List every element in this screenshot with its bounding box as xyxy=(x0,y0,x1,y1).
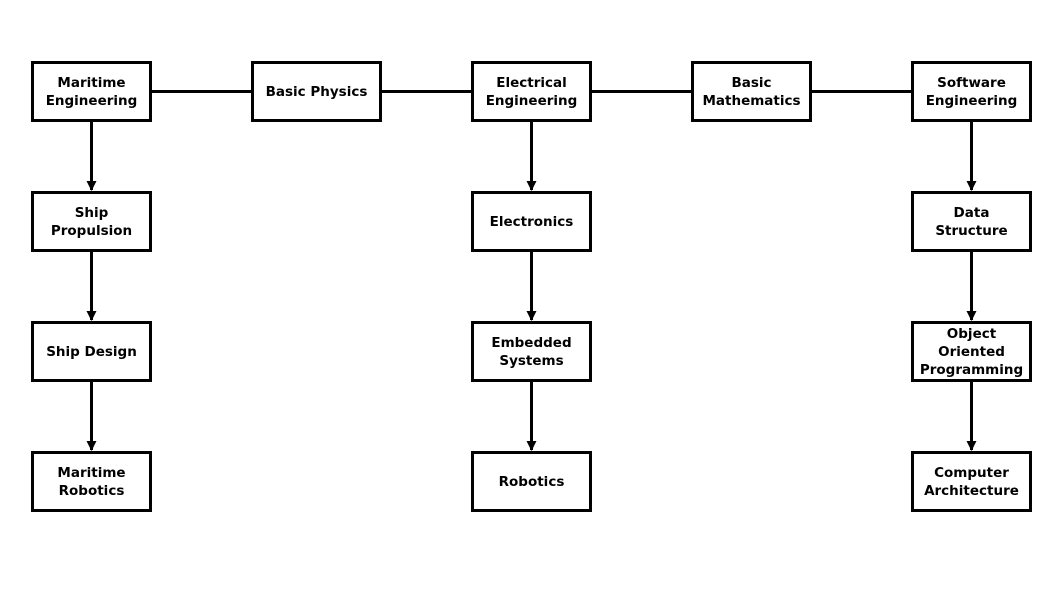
node-basic-mathematics: Basic Mathematics xyxy=(691,61,812,122)
node-label: Ship Design xyxy=(46,343,137,360)
node-basic-physics: Basic Physics xyxy=(251,61,382,122)
node-ship-design: Ship Design xyxy=(31,321,152,382)
node-label: Ship Propulsion xyxy=(50,204,133,239)
node-label: Data Structure xyxy=(935,204,1008,239)
node-label: Electronics xyxy=(489,213,574,230)
node-label: Object Oriented Programming xyxy=(919,325,1024,378)
node-label: Maritime Engineering xyxy=(45,74,138,109)
node-data-structure: Data Structure xyxy=(911,191,1032,252)
node-label: Basic Physics xyxy=(265,83,368,100)
node-maritime-robotics: Maritime Robotics xyxy=(31,451,152,512)
node-maritime-engineering: Maritime Engineering xyxy=(31,61,152,122)
node-label: Electrical Engineering xyxy=(485,74,578,109)
node-electronics: Electronics xyxy=(471,191,592,252)
node-software-engineering: Software Engineering xyxy=(911,61,1032,122)
node-ship-propulsion: Ship Propulsion xyxy=(31,191,152,252)
node-embedded-systems: Embedded Systems xyxy=(471,321,592,382)
node-label: Robotics xyxy=(498,473,565,490)
node-label: Computer Architecture xyxy=(924,464,1019,499)
node-object-oriented-programming: Object Oriented Programming xyxy=(911,321,1032,382)
node-label: Software Engineering xyxy=(925,74,1018,109)
node-electrical-engineering: Electrical Engineering xyxy=(471,61,592,122)
node-label: Basic Mathematics xyxy=(702,74,801,109)
node-label: Maritime Robotics xyxy=(57,464,126,499)
node-robotics: Robotics xyxy=(471,451,592,512)
node-label: Embedded Systems xyxy=(491,334,572,369)
node-computer-architecture: Computer Architecture xyxy=(911,451,1032,512)
